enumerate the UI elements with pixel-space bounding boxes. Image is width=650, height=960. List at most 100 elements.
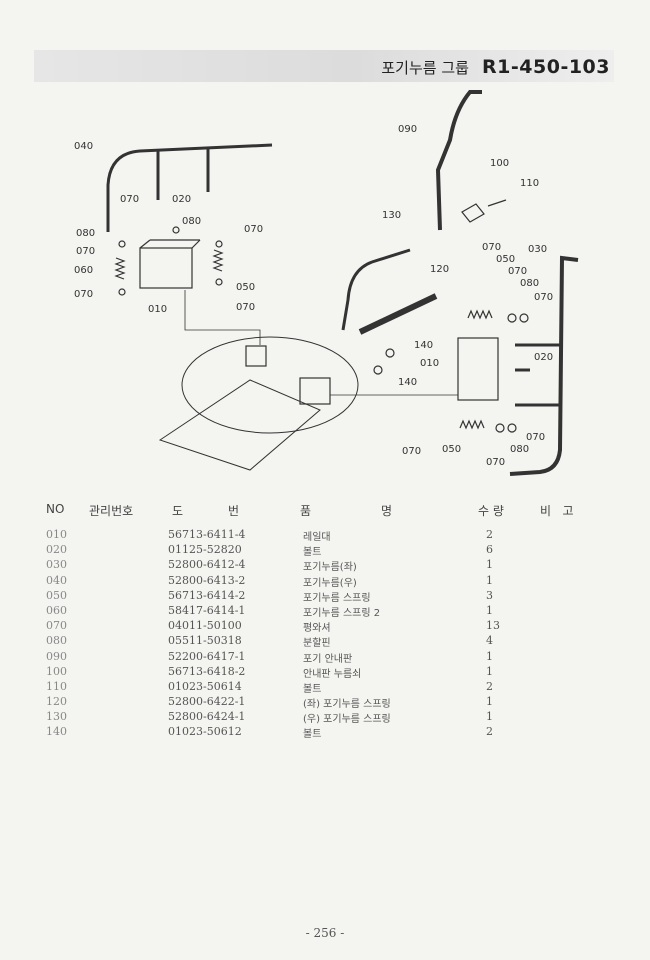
col-drawing: 도 — [172, 504, 184, 518]
row-no: 010 — [46, 528, 67, 541]
row-part-name: (우) 포기누름 스프링 — [303, 714, 391, 726]
row-no: 070 — [46, 619, 67, 633]
col-quantity: 수 량 — [478, 504, 504, 518]
rail-bracket-left — [139, 247, 193, 289]
row-part-number: 52200-6417-1 — [168, 649, 246, 663]
row-part-number: 56713-6411-4 — [168, 528, 246, 541]
callout-080: 080 — [520, 278, 539, 289]
row-quantity: 1 — [486, 664, 493, 678]
callout-140: 140 — [414, 340, 433, 351]
row-part-number: 52800-6412-4 — [168, 558, 246, 572]
row-quantity: 6 — [486, 543, 493, 557]
row-no: 050 — [46, 588, 67, 602]
spring-050-upper — [467, 309, 493, 320]
row-part-name: 포기누름(좌) — [303, 562, 357, 574]
callout-070: 070 — [120, 194, 139, 205]
row-no: 020 — [46, 543, 67, 557]
row-quantity: 2 — [486, 679, 493, 693]
row-no: 100 — [46, 664, 67, 678]
callout-140: 140 — [398, 377, 417, 388]
callout-070: 070 — [236, 302, 255, 313]
guide-plate-press — [461, 203, 485, 223]
col-item: 품 — [300, 504, 312, 518]
row-part-name: 포기누름 스프링 2 — [303, 607, 381, 619]
col-remarks: 비 고 — [540, 504, 574, 518]
row-no: 040 — [46, 573, 67, 587]
group-name: 포기누름 그룹 — [381, 59, 469, 77]
callout-050: 050 — [236, 282, 255, 293]
row-part-name: 볼트 — [303, 729, 322, 741]
row-part-name: 포기 안내판 — [303, 653, 353, 665]
callout-070: 070 — [402, 446, 421, 457]
callout-070: 070 — [244, 224, 263, 235]
rail-bracket-right — [457, 337, 499, 401]
row-no: 090 — [46, 649, 67, 663]
right-press-spring-arm — [358, 293, 438, 335]
callout-070: 070 — [74, 289, 93, 300]
col-no: NO — [46, 502, 65, 516]
row-part-name: 포기누름(우) — [303, 577, 357, 589]
row-quantity: 2 — [486, 725, 493, 739]
row-part-number: 58417-6414-1 — [168, 603, 246, 617]
row-part-number: 01023-50614 — [168, 679, 242, 693]
row-no: 030 — [46, 558, 67, 572]
table-row: 090 52200-6417-1 포기 안내판 1 — [0, 650, 650, 665]
callout-070: 070 — [534, 292, 553, 303]
guide-plate — [435, 90, 482, 231]
callout-120: 120 — [430, 264, 449, 275]
page-header: 포기누름 그룹 R1-450-103 — [381, 56, 610, 78]
row-part-number: 01125-52820 — [168, 543, 242, 557]
col-mgmt-number: 관리번호 — [89, 504, 134, 518]
row-quantity: 4 — [486, 634, 493, 648]
spring-050 — [212, 249, 224, 272]
row-quantity: 1 — [486, 603, 493, 617]
row-no: 110 — [46, 679, 67, 693]
callout-070: 070 — [482, 242, 501, 253]
row-part-number: 56713-6418-2 — [168, 664, 246, 678]
callout-090: 090 — [398, 124, 417, 135]
press-bar-left-part — [509, 255, 579, 476]
row-part-name: 볼트 — [303, 547, 322, 559]
row-part-number: 52800-6413-2 — [168, 573, 246, 587]
row-part-name: 분할핀 — [303, 638, 331, 650]
group-code: R1-450-103 — [482, 56, 610, 78]
row-quantity: 3 — [486, 588, 493, 602]
row-part-number: 52800-6422-1 — [168, 695, 246, 709]
callout-010: 010 — [148, 304, 167, 315]
exploded-parts-diagram: 040 070 020 080 070 080 070 060 070 050 … — [74, 90, 579, 476]
callout-070: 070 — [486, 457, 505, 468]
callout-080: 080 — [76, 228, 95, 239]
row-quantity: 1 — [486, 695, 493, 709]
row-part-name: 포기누름 스프링 — [303, 592, 371, 604]
callout-010: 010 — [420, 358, 439, 369]
col-name: 명 — [381, 504, 393, 518]
row-no: 140 — [46, 725, 67, 739]
callout-060: 060 — [74, 265, 93, 276]
spring-060 — [114, 257, 126, 280]
page-number: - 256 - — [305, 926, 345, 940]
callout-030: 030 — [528, 244, 547, 255]
spring-050-lower — [459, 419, 485, 430]
machine-frame — [181, 336, 359, 434]
callout-020: 020 — [534, 352, 553, 363]
callout-100: 100 — [490, 158, 509, 169]
row-part-name: 평와셔 — [303, 623, 331, 635]
parts-table-header: NO 관리번호 도 번 품 명 수 량 비 고 — [0, 502, 650, 518]
callout-070: 070 — [76, 246, 95, 257]
row-quantity: 1 — [486, 649, 493, 663]
table-row: 020 01125-52820 볼트 6 — [0, 543, 650, 558]
row-part-number: 04011-50100 — [168, 619, 242, 633]
row-part-name: (좌) 포기누름 스프링 — [303, 699, 391, 711]
callout-080: 080 — [182, 216, 201, 227]
row-no: 080 — [46, 634, 67, 648]
